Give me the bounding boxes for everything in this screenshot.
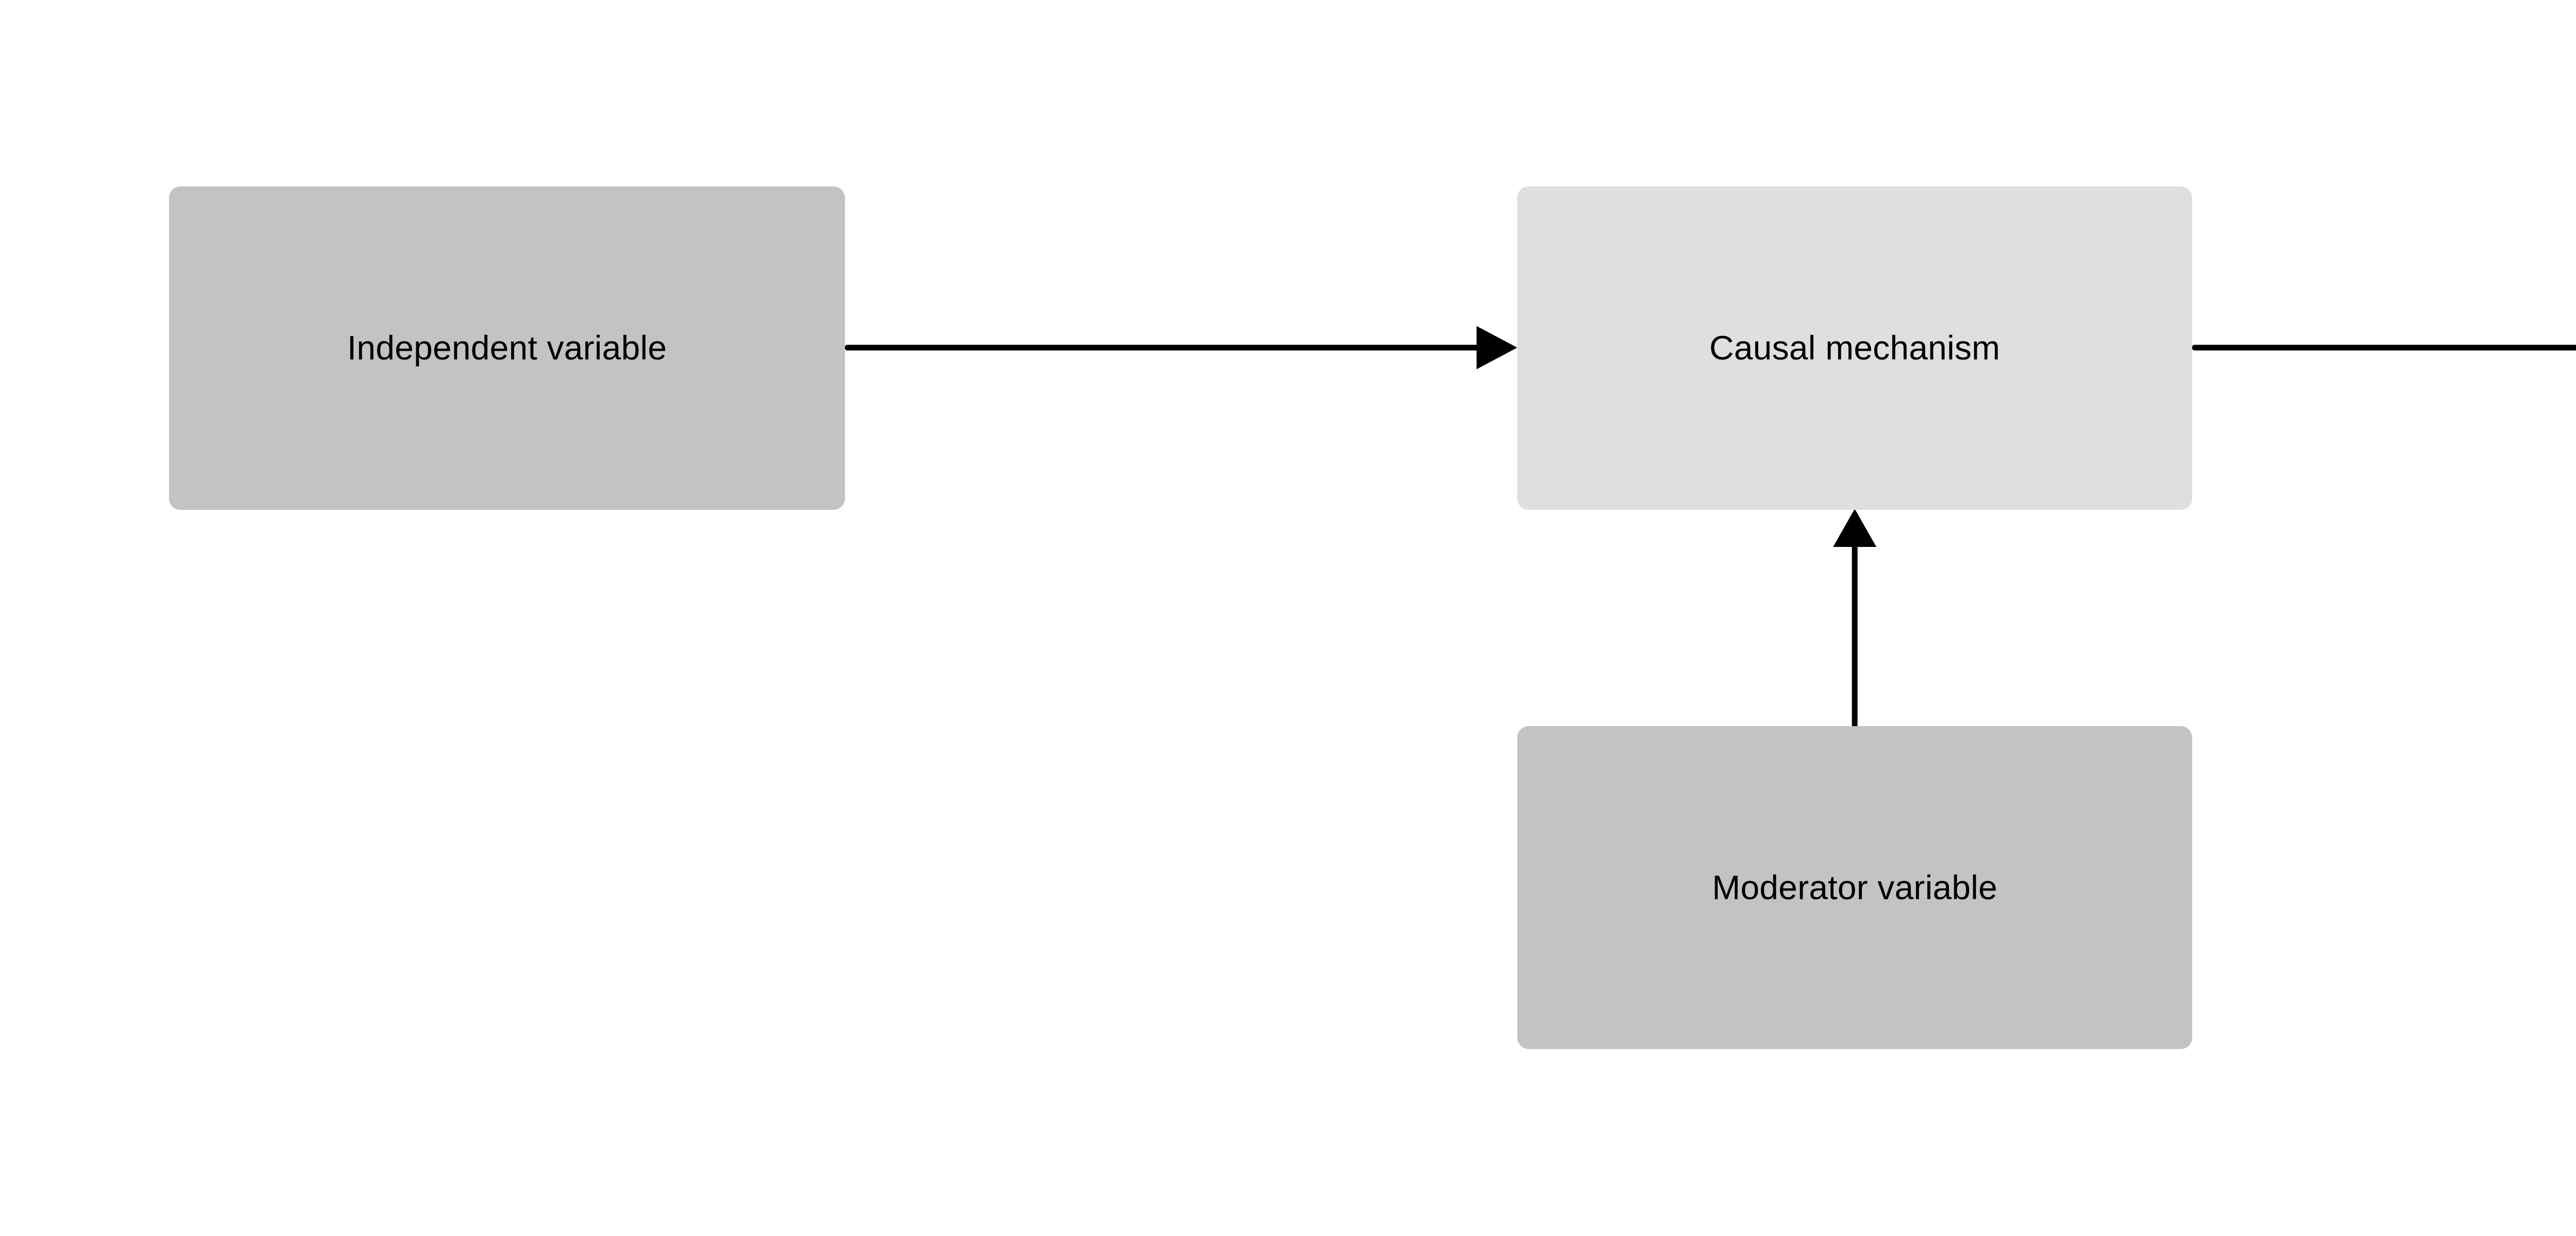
node-causal-mechanism[interactable]: Causal mechanism bbox=[1517, 186, 2192, 510]
node-independent-variable[interactable]: Independent variable bbox=[169, 186, 845, 510]
node-label: Causal mechanism bbox=[1709, 329, 2001, 367]
edge-independent-to-causal bbox=[844, 326, 1517, 369]
node-moderator-variable[interactable]: Moderator variable bbox=[1517, 726, 2192, 1049]
edge-causal-to-dependent bbox=[2192, 345, 2576, 351]
arrowhead-up-icon bbox=[1833, 509, 1876, 547]
edge-moderator-to-causal bbox=[1833, 509, 1876, 728]
node-label: Independent variable bbox=[347, 329, 667, 367]
node-label: Moderator variable bbox=[1712, 868, 1997, 906]
arrowhead-right-icon bbox=[1477, 326, 1517, 369]
